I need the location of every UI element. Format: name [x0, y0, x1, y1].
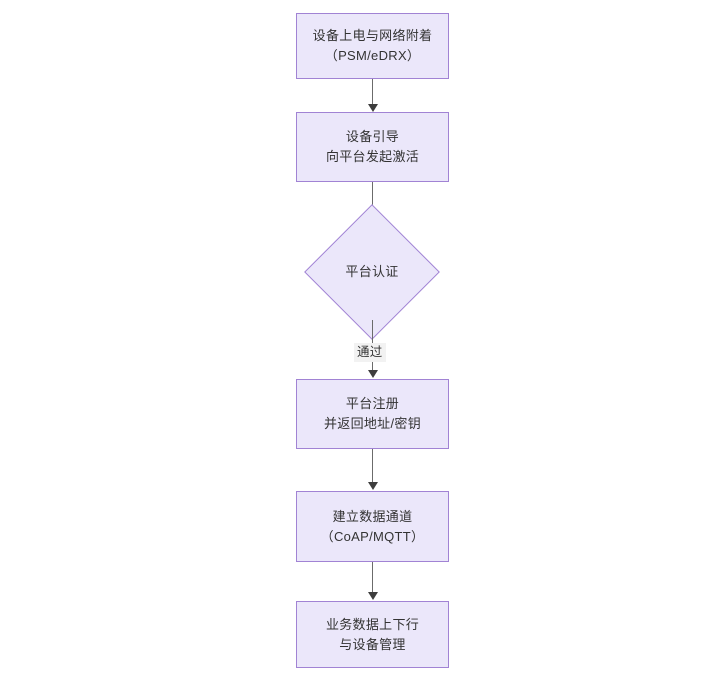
connector-n2-n3 [372, 182, 374, 223]
flow-node-device-bootstrap-line2: 向平台发起激活 [325, 149, 420, 164]
arrowhead-n5-n6 [367, 592, 378, 600]
arrowhead-n3-n4 [367, 370, 378, 378]
flow-node-business-data-line1: 业务数据上下行 [325, 616, 420, 632]
flow-node-platform-register-line1: 平台注册 [345, 396, 400, 411]
flow-node-device-bootstrap[interactable]: 设备引导 向平台发起激活 [296, 112, 449, 182]
flow-node-data-channel[interactable]: 建立数据通道 （CoAP/MQTT） [296, 491, 449, 562]
flow-node-power-on[interactable]: 设备上电与网络附着 （PSM/eDRX） [296, 13, 449, 79]
connector-n4-n5 [372, 449, 374, 483]
connector-n5-n6 [372, 562, 374, 593]
edge-label-pass: 通过 [354, 343, 386, 362]
flow-node-platform-register[interactable]: 平台注册 并返回地址/密钥 [296, 379, 449, 449]
flow-node-power-on-line2: （PSM/eDRX） [324, 48, 421, 63]
flow-node-business-data[interactable]: 业务数据上下行 与设备管理 [296, 601, 449, 668]
flow-node-data-channel-line2: （CoAP/MQTT） [320, 528, 425, 544]
arrowhead-n4-n5 [367, 482, 378, 490]
edge-label-pass-text: 通过 [357, 345, 383, 359]
flow-node-platform-register-line2: 并返回地址/密钥 [323, 416, 421, 431]
arrowhead-n1-n2 [367, 104, 378, 112]
flow-node-business-data-line2: 与设备管理 [339, 636, 406, 652]
flow-node-power-on-line1: 设备上电与网络附着 [312, 28, 433, 43]
connector-n1-n2 [372, 79, 374, 106]
flow-node-data-channel-line1: 建立数据通道 [332, 508, 413, 524]
flow-node-device-bootstrap-line1: 设备引导 [345, 129, 400, 144]
